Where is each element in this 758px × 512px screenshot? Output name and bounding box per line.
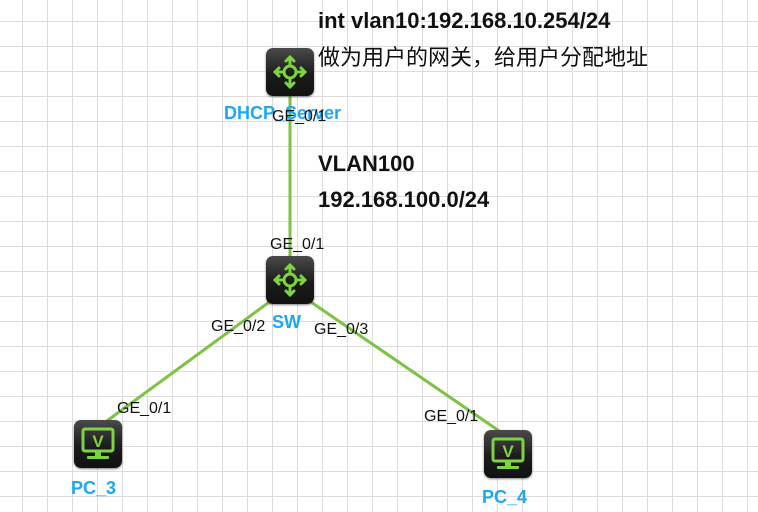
svg-text:V: V — [502, 442, 514, 461]
dhcp-server-port-ge01: GE_0/1 — [272, 108, 327, 125]
pc3-label: PC_3 — [71, 478, 117, 498]
sw-port-ge01: GE_0/1 — [270, 236, 325, 253]
pc-icon: V — [491, 437, 525, 469]
pc-icon: V — [81, 427, 115, 459]
dhcp-server-device[interactable] — [266, 48, 314, 96]
pc3-port-ge01: GE_0/1 — [117, 400, 172, 417]
pc4-port-ge01: GE_0/1 — [424, 408, 479, 425]
svg-text:V: V — [92, 432, 104, 451]
router-icon — [272, 54, 308, 90]
pc4-device[interactable]: V — [484, 430, 532, 478]
sw-port-ge02: GE_0/2 — [211, 318, 266, 335]
vlan-name-note: VLAN100 — [318, 151, 415, 176]
sw-device[interactable] — [266, 256, 314, 304]
sw-port-ge03: GE_0/3 — [314, 321, 369, 338]
gateway-description-note: 做为用户的网关，给用户分配地址 — [318, 46, 649, 71]
link-sw-pc4[interactable] — [307, 298, 509, 439]
pc4-label: PC_4 — [482, 487, 528, 507]
pc3-device[interactable]: V — [74, 420, 122, 468]
vlan-subnet-note: 192.168.100.0/24 — [318, 187, 490, 212]
dhcp-server-label: DHCP_Server — [224, 103, 342, 123]
link-sw-pc3[interactable] — [99, 298, 273, 428]
interface-config-note: int vlan10:192.168.10.254/24 — [318, 8, 611, 33]
sw-label: SW — [272, 312, 301, 332]
router-icon — [272, 262, 308, 298]
